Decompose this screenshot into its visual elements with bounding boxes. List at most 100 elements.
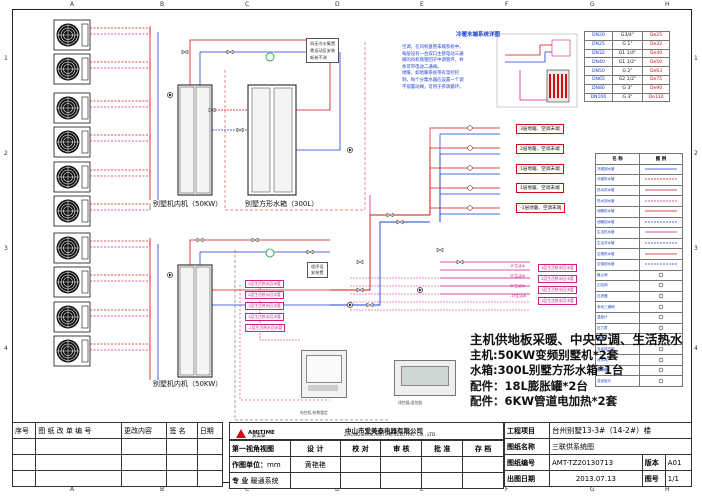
date-value: 2013.07.13 <box>549 470 643 487</box>
drawing-no-value: AMT-TZ20130713 <box>549 454 643 471</box>
indoor-unit-1-label: 别墅机内机（50KW） <box>153 200 223 208</box>
valve-icon <box>196 237 204 243</box>
pipe <box>330 214 430 291</box>
pipe-size-cell: G1 1/4" <box>611 48 644 59</box>
legend-symbol <box>639 301 683 313</box>
circulation-pump-icon <box>467 145 473 151</box>
floor-terminal-label: 2层地暖、空调末端 <box>516 144 564 154</box>
legend-symbol <box>639 184 683 197</box>
svg-text:AMITIME: AMITIME <box>248 430 275 436</box>
review-label: 审 核 <box>380 440 423 457</box>
note-line: 不锁置动阀，可用于参调循环。 <box>402 84 464 90</box>
legend-name: 温度计 <box>595 311 640 324</box>
pipe-size-cell: DN65 <box>584 74 613 85</box>
legend-name: 热水回水管 <box>595 195 640 207</box>
legend-name: 生活热水管 <box>595 227 640 239</box>
manifold-loop <box>565 74 567 98</box>
version-value: A01 <box>664 454 693 471</box>
pipe-size-cell: De40 <box>642 48 670 59</box>
legend-symbol <box>639 280 683 292</box>
valve-icon <box>306 249 314 255</box>
legend-table: 名 称图 例冷媒回水管冷媒供水管热水供水管热水回水管地暖供水管地暖回水管生活热水… <box>595 153 683 388</box>
ruler-column-A: A <box>70 1 75 8</box>
pipe <box>429 187 500 215</box>
legend-symbol <box>639 195 683 207</box>
system-summary: 主机供地板采暖、中央空调、生活热水主机:50KW变频别墅机*2套水箱:300L别… <box>470 332 683 410</box>
approve-label: 批 准 <box>421 440 464 457</box>
control-box-1: 如无冷水集置需设动区安装新装不测 <box>306 38 340 63</box>
outdoor-unit-fan-icon <box>53 92 91 124</box>
summary-line: 主机:50KW变频别墅机*2套 <box>470 347 619 362</box>
ruler-row-2: 2 <box>694 150 698 157</box>
pipe <box>224 40 366 211</box>
ruler-column-H: H <box>665 486 670 493</box>
device-caption-left: 电控柜/参数整定 <box>300 410 328 415</box>
ruler-column-E: E <box>420 1 424 8</box>
pipe-size-cell: De75 <box>642 74 670 85</box>
manifold-loop <box>557 74 559 98</box>
pipe <box>189 239 330 265</box>
pipe-size-cell: DN20 <box>584 31 613 41</box>
hot-water-return-label: 2层生活热水回水管 <box>245 291 284 299</box>
ruler-column-D: D <box>335 1 340 8</box>
legend-symbol <box>639 311 683 324</box>
unit-value: mm <box>267 460 281 469</box>
hot-water-branch-label: 1层生活热水回水管 <box>538 286 577 294</box>
legend-name: 空调回水管 <box>595 258 640 271</box>
legend-symbol <box>639 248 683 260</box>
pipe-size-cell: DN25 <box>584 39 613 50</box>
ruler-column-D: D <box>335 486 340 493</box>
pipe <box>439 173 500 222</box>
legend-symbol <box>639 269 683 282</box>
wire-controller-image <box>394 360 456 396</box>
drawing-name-label: 图纸名称 <box>504 438 550 455</box>
pipe <box>429 147 500 215</box>
water-tank <box>247 84 297 196</box>
pipe <box>296 40 331 111</box>
pipe-size-cell: G3/4" <box>611 31 644 41</box>
summary-line: 配件：6KW管道电加热*2套 <box>470 394 618 408</box>
legend-symbol <box>639 237 683 250</box>
floor-terminal-label: 1层地暖、空调末端 <box>516 183 564 193</box>
pipe-size-cell: DN32 <box>584 48 613 59</box>
legend-name: 生活冷水管 <box>595 237 640 250</box>
ruler-column-B: B <box>160 1 165 8</box>
outdoor-unit-fan-icon <box>53 232 91 264</box>
pipe-size-cell: De32 <box>642 39 670 50</box>
pipe-size-cell: De110 <box>642 92 670 103</box>
summary-line: 水箱:300L别墅方形水箱*1台 <box>470 363 624 377</box>
ruler-column-C: C <box>245 1 250 8</box>
hot-water-branch-label: 1层生活热水回水管 <box>538 297 577 305</box>
designer-name: 黄艳艳 <box>290 456 341 473</box>
version-label: 版本 <box>641 454 666 471</box>
hot-water-tap-label: -1F生活水 <box>510 294 527 298</box>
pipe-size-cell: De50 <box>642 57 670 68</box>
floor-terminal-label: 3层地暖、空调末端 <box>516 124 564 134</box>
summary-line: 配件：18L膨胀罐*2台 <box>470 378 588 393</box>
drawing-no-label: 图纸编号 <box>504 454 550 471</box>
unit-label: 作图单位： <box>232 460 267 469</box>
hot-water-return-label: 1层生活热水回水管 <box>245 313 284 321</box>
archive-label: 存 档 <box>462 440 504 457</box>
ruler-column-C: C <box>245 486 250 493</box>
manifold-loop <box>561 74 563 98</box>
circulation-pump-icon <box>467 125 473 131</box>
approval-table: 第一视角视图 设 计 校 对 审 核 批 准 存 档 作图单位：mm 黄艳艳 专… <box>229 440 504 489</box>
pipe-size-cell: DN50 <box>584 66 613 76</box>
legend-symbol <box>639 258 683 271</box>
design-label: 设 计 <box>290 440 341 457</box>
ruler-row-3: 3 <box>694 245 698 252</box>
legend-symbol <box>639 333 683 345</box>
legend-name: 截止阀 <box>595 269 640 282</box>
pump-icon <box>166 91 174 99</box>
pipe <box>189 39 330 85</box>
control-cabinet-image <box>301 350 347 398</box>
outdoor-unit-fan-icon <box>53 301 91 333</box>
col-change-content: 更改内容 <box>121 422 168 439</box>
valve-icon <box>436 247 444 253</box>
ruler-column-H: H <box>665 1 670 8</box>
legend-name: 地暖供水管 <box>595 205 640 218</box>
project-label: 工程项目 <box>504 422 550 439</box>
date-label: 出图日期 <box>504 470 550 487</box>
